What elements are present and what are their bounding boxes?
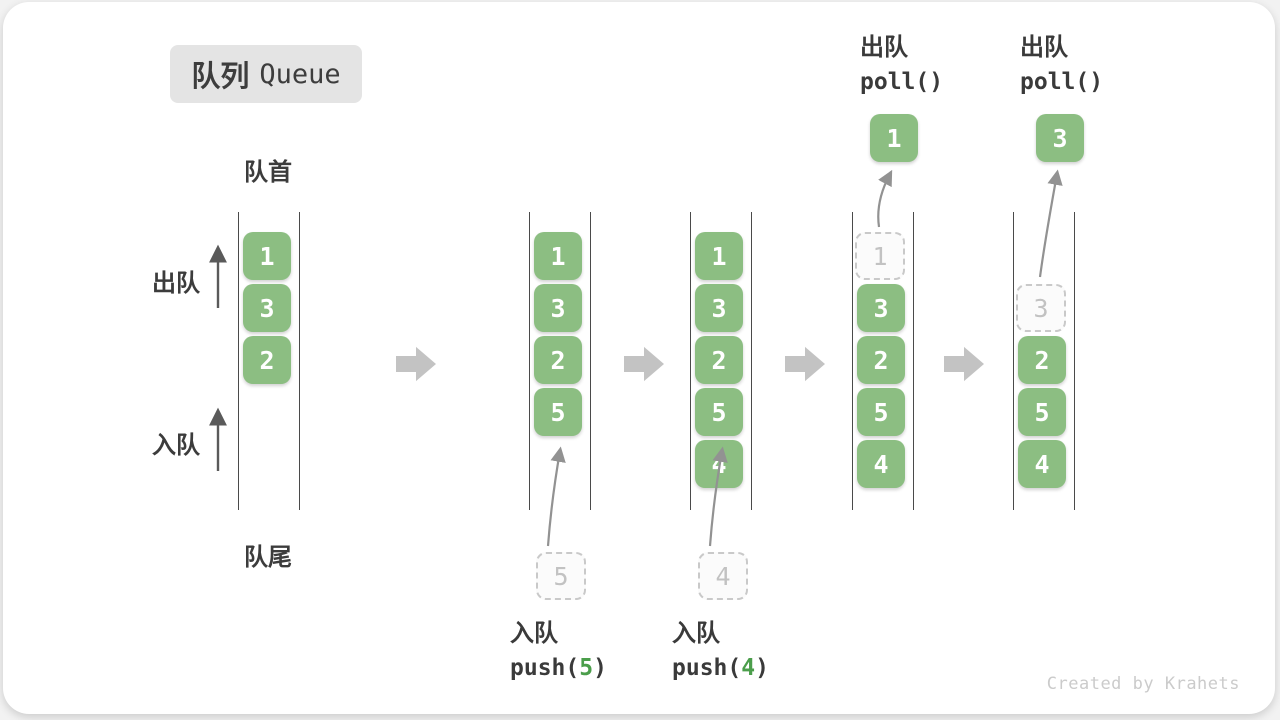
op-label: 出队 <box>1020 34 1068 61</box>
queue-item: 5 <box>1018 388 1066 436</box>
diagram-title: 队列 Queue <box>170 45 362 103</box>
queue-item: 2 <box>243 336 291 384</box>
queue-item: 5 <box>857 388 905 436</box>
pending-item-box: 4 <box>698 552 748 600</box>
queue-front-label: 队首 <box>244 159 292 186</box>
title-en: Queue <box>259 58 341 90</box>
op-code: push(4) <box>672 655 769 681</box>
poll-1-annotation: 出队 poll() <box>860 31 943 99</box>
queue-item: 4 <box>1018 440 1066 488</box>
polled-item-box: 1 <box>870 114 918 162</box>
queue-item: 5 <box>695 388 743 436</box>
op-label: 出队 <box>860 34 908 61</box>
enqueue-label: 入队 <box>152 432 200 459</box>
queue-item: 1 <box>695 232 743 280</box>
queue-item: 3 <box>695 284 743 332</box>
queue-item: 5 <box>534 388 582 436</box>
queue-item: 1 <box>243 232 291 280</box>
pending-item-box: 5 <box>536 552 586 600</box>
push-5-annotation: 入队 push(5) <box>510 617 607 685</box>
dequeue-label: 出队 <box>152 270 200 297</box>
queue-stage-1: 1 3 2 <box>238 212 300 510</box>
queue-rear-label: 队尾 <box>244 544 292 571</box>
queue-item: 3 <box>534 284 582 332</box>
queue-item-removed: 1 <box>855 232 905 280</box>
op-code: poll() <box>860 69 944 95</box>
queue-item: 2 <box>534 336 582 384</box>
queue-item: 3 <box>243 284 291 332</box>
queue-item: 2 <box>695 336 743 384</box>
queue-stage-5: 3 2 5 4 <box>1013 212 1075 510</box>
queue-item: 2 <box>857 336 905 384</box>
op-code: poll() <box>1020 69 1104 95</box>
op-code: push(5) <box>510 655 607 681</box>
op-label: 入队 <box>672 620 720 647</box>
queue-item: 2 <box>1018 336 1066 384</box>
queue-stage-4: 1 3 2 5 4 <box>852 212 914 510</box>
queue-stage-2: 1 3 2 5 <box>529 212 591 510</box>
queue-item: 4 <box>857 440 905 488</box>
queue-item: 1 <box>534 232 582 280</box>
poll-3-annotation: 出队 poll() <box>1020 31 1103 99</box>
queue-stage-3: 1 3 2 5 4 <box>690 212 752 510</box>
queue-item: 3 <box>857 284 905 332</box>
polled-item-box: 3 <box>1036 114 1084 162</box>
op-label: 入队 <box>510 620 558 647</box>
queue-item-removed: 3 <box>1016 284 1066 332</box>
queue-item: 4 <box>695 440 743 488</box>
credit-text: Created by Krahets <box>1046 674 1240 694</box>
push-4-annotation: 入队 push(4) <box>672 617 769 685</box>
title-zh: 队列 <box>191 61 250 93</box>
